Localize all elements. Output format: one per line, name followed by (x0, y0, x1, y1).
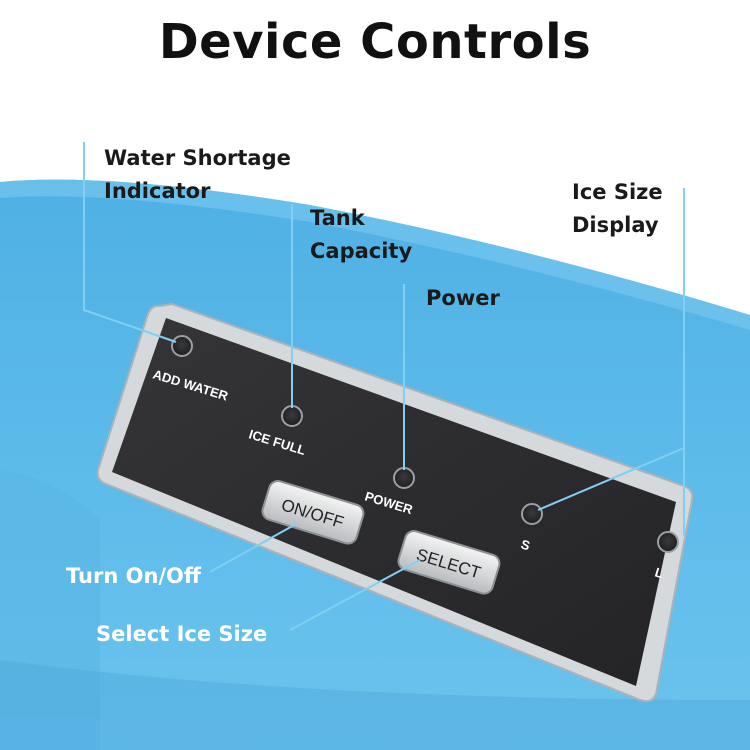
select-ice-size-line (289, 559, 421, 631)
on-off-button[interactable]: ON/OFF (260, 479, 365, 546)
power-callout: Power (426, 286, 500, 310)
water-shortage-line (83, 142, 177, 343)
power-led (393, 467, 415, 489)
callout-lines (83, 142, 685, 631)
size-l-led (657, 531, 679, 553)
water-shortage-line2: Indicator (104, 179, 211, 203)
select-button[interactable]: SELECT (396, 529, 501, 596)
turn-on-off-line (209, 523, 297, 573)
ice-size-line1: Ice Size (572, 180, 663, 204)
ice-size-display-callout: Ice Size Display (572, 176, 663, 242)
turn-on-off-callout: Turn On/Off (66, 564, 201, 588)
control-panel (96, 302, 694, 703)
select-ice-size-callout: Select Ice Size (96, 622, 268, 646)
page-title: Device Controls (158, 14, 592, 70)
water-shortage-callout: Water Shortage Indicator (104, 142, 291, 208)
ice-full-led (281, 405, 303, 427)
add-water-led (171, 335, 193, 357)
tank-capacity-line1: Tank (310, 206, 365, 230)
tank-capacity-callout: Tank Capacity (310, 202, 412, 268)
water-shortage-line1: Water Shortage (104, 146, 291, 170)
size-s-led (521, 503, 543, 525)
tank-capacity-line2: Capacity (310, 239, 413, 263)
ice-size-line2: Display (572, 213, 659, 237)
